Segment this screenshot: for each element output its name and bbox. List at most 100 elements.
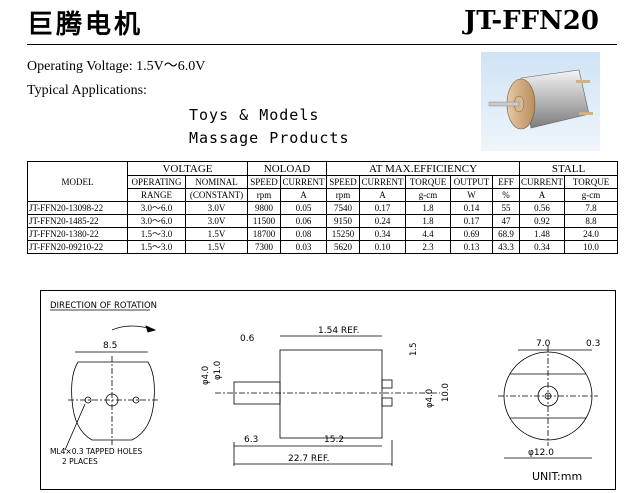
table-cell: 1.5～3.0	[127, 240, 186, 254]
technical-drawing: DIRECTION OF ROTATION 8.5 ML4×0.3 TAPPED…	[50, 301, 600, 483]
table-cell: 24.0	[564, 227, 619, 241]
dim-7-0: 7.0	[536, 339, 551, 349]
table-cell: 0.08	[280, 227, 328, 241]
tapped-hole	[84, 396, 92, 404]
dim-0-6: 0.6	[240, 334, 255, 344]
direction-label: DIRECTION OF ROTATION	[50, 301, 157, 311]
table-cell: 1.48	[519, 227, 566, 241]
column-header: SPEED	[326, 175, 361, 189]
table-cell: 5620	[326, 240, 361, 254]
table-cell: 0.13	[450, 240, 494, 254]
applications-label: Typical Applications:	[27, 83, 147, 98]
unit-header: W	[450, 188, 494, 202]
max-efficiency-header: AT MAX.EFFICIENCY	[326, 161, 521, 176]
table-cell: 0.06	[280, 214, 328, 228]
holes-note: 2 PLACES	[62, 457, 98, 466]
stall-header: STALL	[519, 161, 619, 176]
table-cell: 43.3	[492, 240, 521, 254]
table-cell: 1.5V	[184, 240, 249, 254]
tapped-hole	[132, 396, 140, 404]
motor-body-side	[279, 349, 383, 439]
dim-10: 10.0	[441, 383, 451, 402]
column-header: NOMINAL	[184, 175, 249, 189]
table-cell: 1.5V	[184, 227, 249, 241]
dim-d1: φ1.0	[213, 361, 223, 380]
table-cell: 55	[492, 201, 521, 215]
table-row: JT-FFN20-09210-22 1.5～3.0 1.5V 7300 0.03…	[27, 240, 619, 254]
column-header: SPEED	[247, 175, 282, 189]
table-cell: 0.03	[280, 240, 328, 254]
column-header: OUTPUT	[450, 175, 494, 189]
table-cell: 0.17	[359, 201, 407, 215]
table-cell: 1.5～3.0	[127, 227, 186, 241]
header-divider	[27, 44, 617, 45]
table-cell: 1.8	[405, 201, 452, 215]
table-cell: 68.9	[492, 227, 521, 241]
table-cell: 47	[492, 214, 521, 228]
column-header: EFF	[492, 175, 521, 189]
technical-drawing-frame	[40, 290, 616, 490]
table-cell: 0.56	[519, 201, 566, 215]
table-cell: 7540	[326, 201, 361, 215]
dim-d4-terminal: φ4.0	[425, 389, 435, 408]
application-item: Toys & Models	[189, 106, 320, 124]
table-row: JT-FFN20-1485-22 3.0～6.0 3.0V 11500 0.06…	[27, 214, 619, 228]
noload-header: NOLOAD	[247, 161, 328, 176]
unit-header: g-cm	[564, 188, 619, 202]
table-row: JT-FFN20-1380-22 1.5～3.0 1.5V 18700 0.08…	[27, 227, 619, 241]
table-cell: 0.17	[450, 214, 494, 228]
unit-header: A	[519, 188, 566, 202]
table-cell: 0.34	[519, 240, 566, 254]
dim-0-3: 0.3	[586, 339, 600, 349]
dim-22-7-ref: 22.7 REF.	[288, 454, 329, 464]
holes-note: ML4×0.3 TAPPED HOLES	[50, 447, 143, 456]
unit-header: rpm	[247, 188, 282, 202]
table-cell: 0.34	[359, 227, 407, 241]
unit-header: %	[492, 188, 521, 202]
table-row: JT-FFN20-13098-22 3.0～6.0 3.0V 9800 0.05…	[27, 201, 619, 215]
terminal	[381, 397, 393, 407]
table-cell: 4.4	[405, 227, 452, 241]
model-header: MODEL	[27, 161, 128, 202]
table-cell: 0.69	[450, 227, 494, 241]
table-cell: 0.10	[359, 240, 407, 254]
table-cell: JT-FFN20-1485-22	[27, 214, 128, 228]
unit-header: (CONSTANT)	[184, 188, 249, 202]
table-cell: 8.8	[564, 214, 619, 228]
table-cell: 10.0	[564, 240, 619, 254]
model-title: JT-FFN20	[463, 6, 599, 36]
column-header: OPERATING	[127, 175, 186, 189]
table-cell: JT-FFN20-09210-22	[27, 240, 128, 254]
voltage-header: VOLTAGE	[126, 161, 249, 176]
dim-d4: φ4.0	[201, 366, 211, 385]
leader-line	[64, 403, 86, 451]
operating-voltage: Operating Voltage: 1.5V～6.0V	[27, 59, 206, 74]
shaft-circle	[105, 393, 119, 407]
table-cell: 0.05	[280, 201, 328, 215]
dim-8-5: 8.5	[103, 341, 117, 351]
table-cell: 9800	[247, 201, 282, 215]
table-cell: 7.8	[564, 201, 619, 215]
unit-label: UNIT:mm	[532, 470, 582, 483]
unit-header: g-cm	[405, 188, 452, 202]
terminal	[381, 379, 393, 389]
table-cell: 0.92	[519, 214, 566, 228]
column-header: CURRENT	[519, 175, 566, 189]
table-cell: 9150	[326, 214, 361, 228]
table-cell: 3.0～6.0	[127, 214, 186, 228]
unit-header: A	[280, 188, 328, 202]
table-cell: 2.3	[405, 240, 452, 254]
unit-header: rpm	[326, 188, 361, 202]
dim-d12: φ12.0	[528, 448, 554, 458]
column-header: TORQUE	[405, 175, 452, 189]
table-cell: JT-FFN20-1380-22	[27, 227, 128, 241]
table-cell: 3.0V	[184, 201, 249, 215]
table-cell: 3.0～6.0	[127, 201, 186, 215]
table-cell: JT-FFN20-13098-22	[27, 201, 128, 215]
table-cell: 1.8	[405, 214, 452, 228]
brand-name: 巨腾电机	[27, 10, 144, 40]
table-cell: 18700	[247, 227, 282, 241]
unit-header: A	[359, 188, 407, 202]
spec-table: MODEL VOLTAGE NOLOAD AT MAX.EFFICIENCY S…	[27, 161, 619, 254]
column-header: CURRENT	[359, 175, 407, 189]
